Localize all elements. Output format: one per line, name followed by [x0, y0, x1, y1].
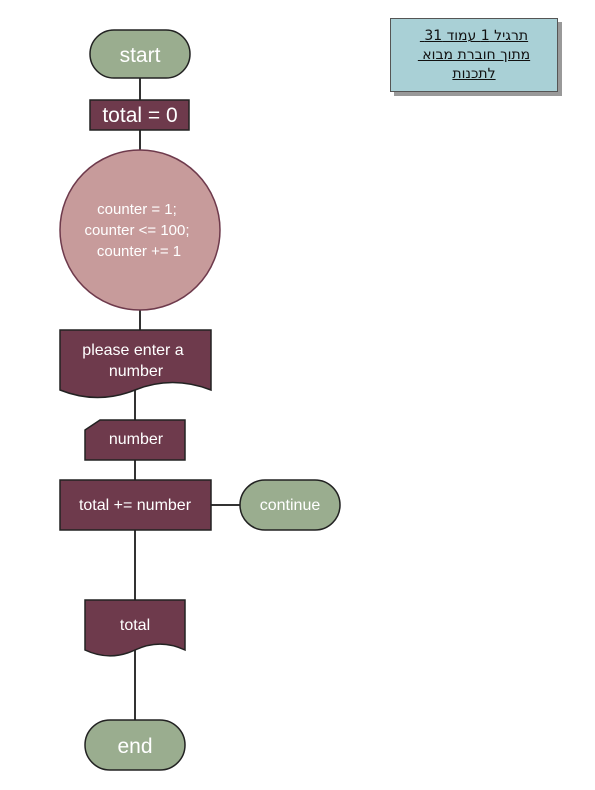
prompt-document: please enter a number	[59, 329, 212, 399]
loop-line-2: counter <= 100;	[84, 222, 189, 239]
init-process: total = 0	[89, 99, 190, 131]
init-label: total = 0	[102, 104, 177, 127]
connectors	[134, 78, 240, 720]
loop-line-1: counter = 1;	[97, 201, 177, 218]
end-terminal: end	[84, 719, 186, 771]
end-label: end	[117, 735, 152, 758]
accumulate-process: total += number	[59, 479, 212, 531]
note-line-1: תרגיל 1 עמוד 31	[419, 27, 529, 44]
input-label: number	[109, 431, 164, 448]
continue-label: continue	[260, 497, 321, 514]
process-label: total += number	[79, 497, 192, 514]
loop-line-3: counter += 1	[97, 243, 181, 260]
input-manual: number	[84, 419, 186, 461]
prompt-line-1: please enter a	[82, 342, 184, 359]
start-label: start	[120, 44, 161, 67]
start-terminal: start	[89, 29, 191, 79]
output-document: total	[84, 599, 186, 657]
output-label: total	[120, 617, 150, 634]
prompt-line-2: number	[109, 363, 164, 380]
exercise-note: תרגיל 1 עמוד 31 מתוך חוברת מבוא לתכנות	[390, 18, 558, 92]
note-line-2: מתוך חוברת מבוא	[417, 46, 531, 63]
continue-terminal: continue	[239, 479, 341, 531]
loop-circle: counter = 1; counter <= 100; counter += …	[59, 149, 221, 311]
note-line-3: לתכנות	[452, 65, 496, 82]
